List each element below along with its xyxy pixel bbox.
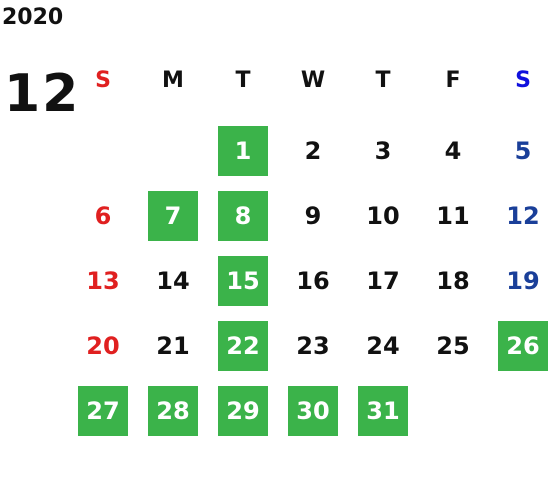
day-cell-1[interactable]: 1: [218, 126, 268, 176]
day-cell-24[interactable]: 24: [366, 332, 400, 360]
weekday-header-wed: W: [300, 68, 326, 93]
day-cell-28[interactable]: 28: [148, 386, 198, 436]
day-cell-12[interactable]: 12: [506, 202, 540, 230]
weekday-header-thu: T: [375, 68, 391, 93]
weekday-header-sat: S: [515, 68, 531, 93]
day-cell-7[interactable]: 7: [148, 191, 198, 241]
day-cell-21[interactable]: 21: [156, 332, 190, 360]
day-cell-4[interactable]: 4: [444, 137, 462, 165]
day-cell-22[interactable]: 22: [218, 321, 268, 371]
day-cell-26[interactable]: 26: [498, 321, 548, 371]
day-cell-9[interactable]: 9: [304, 202, 322, 230]
day-cell-3[interactable]: 3: [374, 137, 392, 165]
day-cell-27[interactable]: 27: [78, 386, 128, 436]
weekday-header-tue: T: [235, 68, 251, 93]
weekday-header-sun: S: [95, 68, 111, 93]
day-cell-23[interactable]: 23: [296, 332, 330, 360]
day-cell-10[interactable]: 10: [366, 202, 400, 230]
year-label: 2020: [2, 5, 64, 30]
day-cell-14[interactable]: 14: [156, 267, 190, 295]
day-cell-5[interactable]: 5: [514, 137, 532, 165]
day-cell-13[interactable]: 13: [86, 267, 120, 295]
month-label: 12: [4, 64, 81, 124]
weekday-header-fri: F: [445, 68, 461, 93]
day-cell-15[interactable]: 15: [218, 256, 268, 306]
day-cell-11[interactable]: 11: [436, 202, 470, 230]
day-cell-31[interactable]: 31: [358, 386, 408, 436]
day-cell-16[interactable]: 16: [296, 267, 330, 295]
day-cell-30[interactable]: 30: [288, 386, 338, 436]
day-cell-18[interactable]: 18: [436, 267, 470, 295]
day-cell-29[interactable]: 29: [218, 386, 268, 436]
day-cell-6[interactable]: 6: [94, 202, 112, 230]
day-cell-17[interactable]: 17: [366, 267, 400, 295]
day-cell-2[interactable]: 2: [304, 137, 322, 165]
day-cell-20[interactable]: 20: [86, 332, 120, 360]
day-cell-8[interactable]: 8: [218, 191, 268, 241]
day-cell-19[interactable]: 19: [506, 267, 540, 295]
day-cell-25[interactable]: 25: [436, 332, 470, 360]
weekday-header-mon: M: [162, 68, 184, 93]
